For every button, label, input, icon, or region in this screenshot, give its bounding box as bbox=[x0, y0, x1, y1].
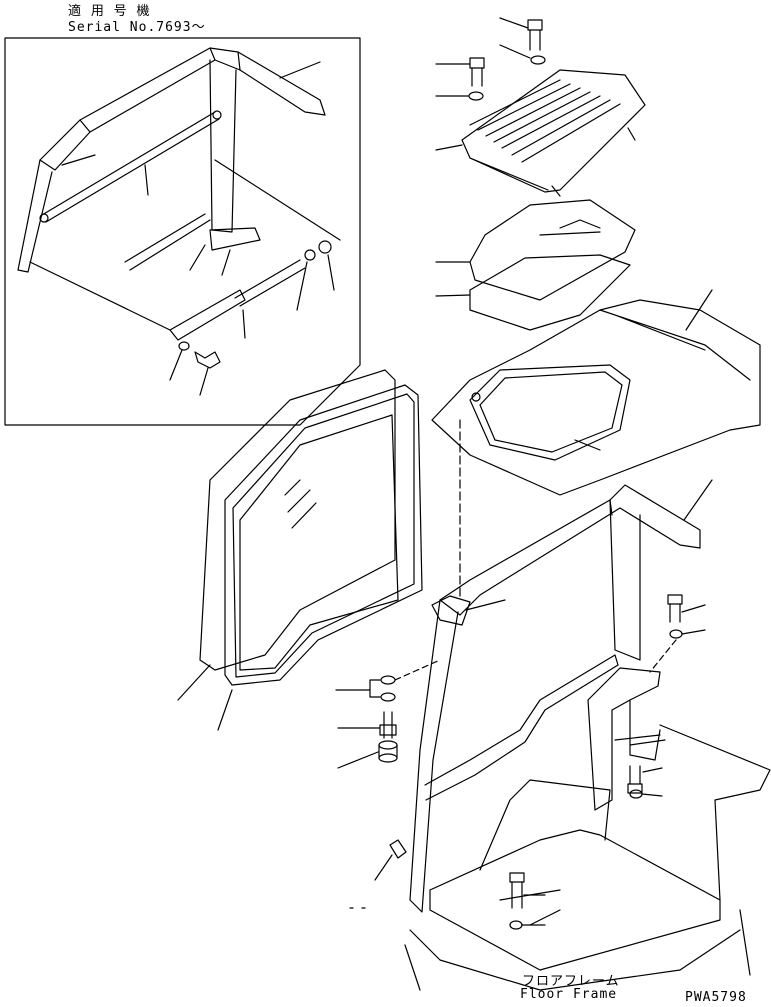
inset-bar-end bbox=[39, 213, 49, 223]
door-seal bbox=[224, 384, 423, 686]
inset-roof-flange bbox=[79, 47, 241, 133]
inset-leader bbox=[199, 367, 209, 396]
mount-rubber bbox=[337, 740, 398, 769]
inset-front-pillar bbox=[17, 159, 53, 273]
top-leader bbox=[499, 44, 531, 59]
applicable-serial-heading: 適 用 号 機 bbox=[68, 4, 151, 19]
inset-leader bbox=[296, 261, 308, 311]
inset-leader bbox=[189, 244, 206, 271]
roof-panel bbox=[431, 289, 761, 496]
drawing-code: PWA5798 bbox=[685, 990, 747, 1005]
inset-base-plate bbox=[169, 289, 246, 341]
cab-frame bbox=[404, 479, 771, 991]
rear-dash bbox=[649, 639, 677, 673]
floor-bolt bbox=[509, 872, 546, 909]
inset-grommet bbox=[318, 240, 332, 254]
side-clip bbox=[374, 839, 407, 881]
inset-plane-line bbox=[29, 159, 341, 331]
rear-washer-1 bbox=[669, 629, 683, 639]
inset-rear-pillar bbox=[209, 59, 237, 233]
mount-dash bbox=[394, 659, 441, 681]
inset-floor-line bbox=[124, 213, 211, 271]
door-leader bbox=[177, 664, 211, 701]
inset-bolt bbox=[194, 351, 221, 369]
inset-leader bbox=[221, 249, 231, 276]
rear-bolt-1 bbox=[667, 594, 706, 623]
inset-cross-bar bbox=[41, 111, 220, 223]
top-bolt-2 bbox=[435, 57, 485, 87]
roof-cover bbox=[435, 69, 646, 197]
inset-leader bbox=[169, 349, 183, 381]
roof-glass bbox=[435, 199, 636, 301]
top-washer-1 bbox=[530, 55, 546, 65]
inset-border bbox=[4, 37, 361, 426]
mount-washer bbox=[380, 692, 396, 702]
top-bolt-1 bbox=[499, 17, 543, 51]
rear-bolt-2 bbox=[627, 765, 663, 794]
inset-stay-rod bbox=[234, 259, 306, 307]
inset-leader bbox=[279, 61, 321, 79]
inset-leader bbox=[327, 254, 335, 291]
inset-leader bbox=[242, 309, 246, 339]
floor-frame-label-en: Floor Frame bbox=[520, 987, 618, 1002]
inset-leader bbox=[144, 164, 149, 196]
rear-washer-2 bbox=[629, 789, 643, 799]
floor-washer bbox=[509, 920, 523, 930]
inset-gusset bbox=[209, 227, 261, 251]
door-leader bbox=[217, 689, 233, 731]
rear-leader bbox=[629, 739, 666, 746]
inset-leader bbox=[61, 154, 96, 166]
mount-washer bbox=[380, 675, 396, 685]
inset-bar-end bbox=[212, 110, 222, 120]
inset-serial-detail bbox=[4, 37, 361, 426]
serial-number-label: Serial No.7693～ bbox=[68, 20, 206, 35]
floor-frame-label-jp: フロアフレーム bbox=[522, 974, 620, 989]
inset-washer bbox=[178, 341, 190, 351]
inset-roof-frame bbox=[39, 47, 326, 171]
roof-seal bbox=[435, 254, 631, 331]
door-glass bbox=[199, 369, 399, 671]
mount-leader bbox=[335, 679, 381, 698]
top-washer-2 bbox=[468, 91, 484, 101]
mount-bolt bbox=[337, 711, 397, 739]
rear-leader bbox=[681, 629, 706, 635]
rear-leader bbox=[641, 793, 663, 797]
inset-cap bbox=[304, 249, 316, 261]
